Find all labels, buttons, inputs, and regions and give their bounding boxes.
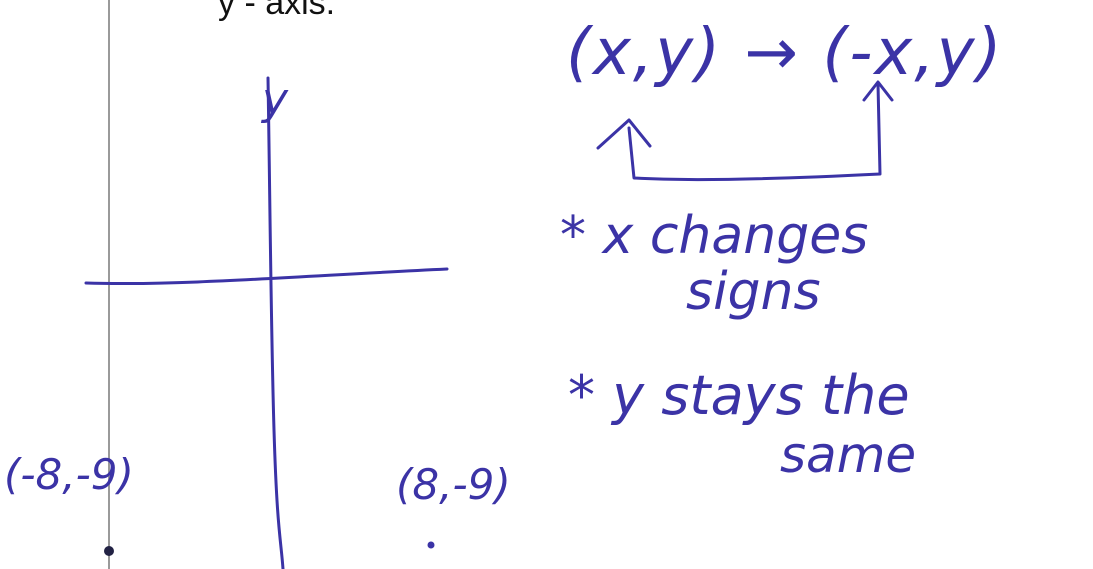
reflection-rule: (x,y) → (-x,y): [566, 16, 1004, 90]
connector-arrowhead-right: [862, 80, 894, 102]
point-label-left: (-8,-9): [4, 450, 134, 499]
note-same: same: [780, 426, 917, 484]
point-label-right: (8,-9): [396, 460, 511, 509]
point-dot-left: [104, 546, 114, 556]
connector-arrowhead-left: [596, 118, 652, 150]
note-signs: signs: [686, 262, 821, 322]
point-dot-right: [427, 541, 435, 549]
note-y-stays: * y stays the: [568, 364, 910, 427]
note-x-changes: * x changes: [560, 206, 869, 266]
y-axis-line: [266, 76, 285, 569]
connector-bracket: [627, 82, 882, 182]
printed-heading: y - axis.: [218, 0, 336, 22]
x-axis-line: [84, 267, 449, 286]
y-axis-label: y: [262, 74, 289, 125]
